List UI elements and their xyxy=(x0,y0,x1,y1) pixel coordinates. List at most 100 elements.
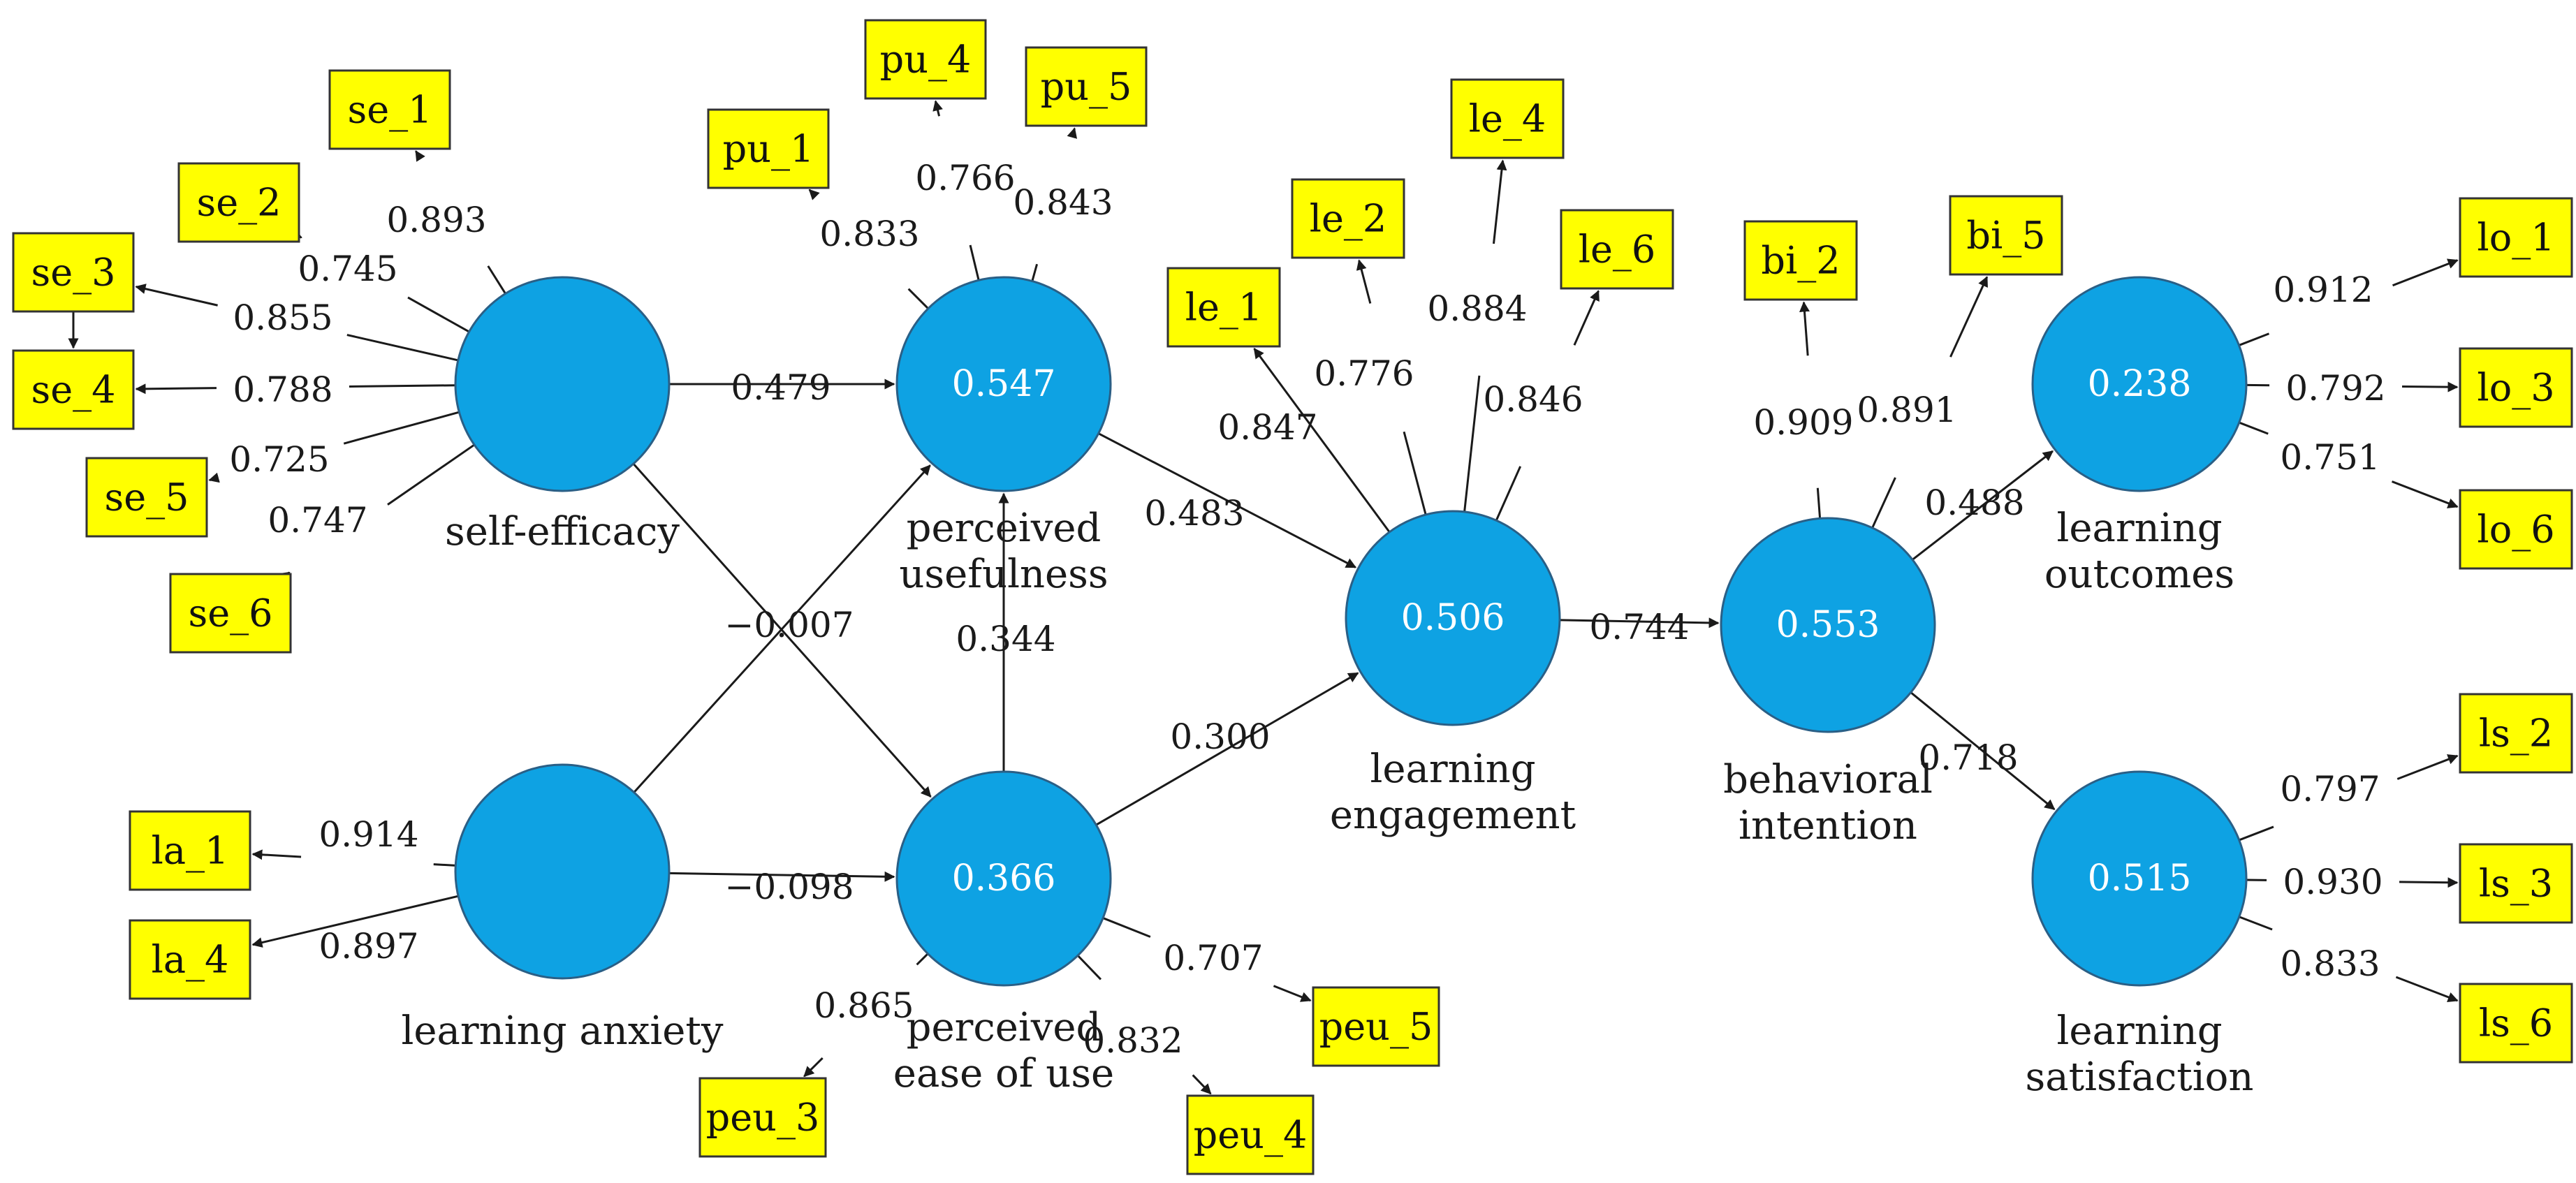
construct-circle xyxy=(895,276,1112,492)
loading-value-peu_5: 0.707 xyxy=(1163,938,1263,978)
loading-arrow-peu_5 xyxy=(1102,917,1312,1002)
indicator-box xyxy=(707,108,830,189)
indicator-pu_4: pu_4 xyxy=(864,19,987,100)
loading-arrow-se_3 xyxy=(135,284,459,362)
construct-label: learning xyxy=(1370,747,1535,792)
nodes-layer: se_1se_2se_3se_4se_5se_6pu_1pu_4pu_5la_1… xyxy=(12,19,2573,1175)
construct-r-squared: 0.515 xyxy=(2088,858,2192,899)
loading-arrow-ls_3 xyxy=(2246,877,2459,888)
loading-value-la_1: 0.914 xyxy=(319,814,418,855)
construct-label: learning xyxy=(2056,506,2222,551)
indicator-ls_2: ls_2 xyxy=(2459,693,2573,774)
construct-label: usefulness xyxy=(899,552,1108,597)
construct-label: self-efficacy xyxy=(445,509,680,554)
indicator-label: se_5 xyxy=(104,476,189,520)
construct-circle xyxy=(454,763,671,980)
path-coefficient-bi-ls: 0.718 xyxy=(1918,737,2018,778)
indicator-box xyxy=(2459,693,2573,774)
loading-arrow-peu_3 xyxy=(803,953,929,1078)
loading-arrow-lo_3 xyxy=(2246,381,2459,392)
indicator-label: se_1 xyxy=(347,88,432,132)
indicator-label: le_1 xyxy=(1185,286,1263,330)
indicator-box xyxy=(2459,347,2573,428)
construct-label: engagement xyxy=(1330,793,1576,838)
indicator-label: peu_4 xyxy=(1194,1113,1308,1157)
construct-circle xyxy=(2031,276,2248,492)
indicator-box xyxy=(698,1077,827,1158)
loading-arrow-pu_1 xyxy=(808,189,929,309)
loading-value-peu_4: 0.832 xyxy=(1083,1020,1183,1061)
path-coefficient-bi-lo: 0.488 xyxy=(1924,483,2024,523)
indicator-le_2: le_2 xyxy=(1291,178,1405,259)
loading-arrow-la_4 xyxy=(251,895,459,948)
path-arrow-la-pu xyxy=(633,464,931,793)
indicator-se_4: se_4 xyxy=(12,349,135,430)
indicator-label: pu_1 xyxy=(723,127,814,171)
indicator-peu_3: peu_3 xyxy=(698,1077,827,1158)
construct-se: self-efficacy xyxy=(445,276,680,554)
indicator-le_1: le_1 xyxy=(1166,267,1281,348)
indicator-box xyxy=(1450,78,1565,159)
loading-value-se_2: 0.745 xyxy=(298,249,397,289)
indicator-bi_5: bi_5 xyxy=(1949,195,2063,276)
loading-value-se_6: 0.747 xyxy=(268,500,367,541)
loading-value-se_5: 0.725 xyxy=(229,439,329,480)
indicator-label: bi_2 xyxy=(1761,239,1840,283)
loading-arrow-bi_2 xyxy=(1799,301,1822,519)
indicator-box xyxy=(177,162,300,243)
indicator-label: se_6 xyxy=(188,592,272,635)
indicator-box xyxy=(12,349,135,430)
path-coefficient-pu-le: 0.483 xyxy=(1144,493,1244,534)
indicator-la_1: la_1 xyxy=(129,810,251,891)
loading-arrow-ls_2 xyxy=(2239,754,2459,842)
loading-arrow-bi_5 xyxy=(1871,276,1989,529)
construct-r-squared: 0.506 xyxy=(1401,597,1505,639)
indicator-label: bi_5 xyxy=(1966,214,2045,258)
indicator-label: le_2 xyxy=(1310,197,1387,241)
indicator-label: lo_3 xyxy=(2477,366,2554,410)
loading-arrow-pu_5 xyxy=(1031,127,1078,281)
indicator-lo_1: lo_1 xyxy=(2459,197,2573,278)
indicator-box xyxy=(1025,46,1148,127)
path-coefficient-la-peu: −0.098 xyxy=(724,867,854,907)
construct-label: learning xyxy=(2056,1008,2222,1054)
indicator-lo_6: lo_6 xyxy=(2459,489,2573,570)
path-arrow-bi-ls xyxy=(1910,691,2056,811)
loading-value-pu_5: 0.843 xyxy=(1013,182,1113,223)
edges-layer xyxy=(68,100,2459,1095)
construct-label: outcomes xyxy=(2044,552,2234,597)
indicator-le_6: le_6 xyxy=(1560,209,1674,290)
path-arrow-bi-lo xyxy=(1912,450,2054,561)
loading-value-le_6: 0.846 xyxy=(1483,379,1583,420)
indicator-se_2: se_2 xyxy=(177,162,300,243)
loading-arrow-lo_1 xyxy=(2239,258,2459,346)
indicator-label: le_4 xyxy=(1469,97,1546,141)
indicator-box xyxy=(129,919,251,1000)
indicator-box xyxy=(85,457,208,538)
indicator-label: peu_5 xyxy=(1319,1005,1433,1049)
loading-value-se_1: 0.893 xyxy=(386,200,486,240)
construct-la: learning anxiety xyxy=(401,763,724,1054)
loading-arrow-se_5 xyxy=(208,411,460,483)
indicator-box xyxy=(1166,267,1281,348)
indicator-box xyxy=(2459,843,2573,924)
construct-label: intention xyxy=(1739,803,1917,848)
indicator-box xyxy=(1186,1094,1315,1175)
construct-circle xyxy=(2031,770,2248,987)
indicator-box xyxy=(129,810,251,891)
loading-arrow-se_4 xyxy=(135,383,456,395)
indicator-label: ls_6 xyxy=(2479,1001,2553,1045)
construct-label: behavioral xyxy=(1723,757,1933,802)
loading-arrow-le_2 xyxy=(1356,259,1427,515)
loading-arrow-lo_6 xyxy=(2239,421,2459,508)
indicator-label: lo_1 xyxy=(2477,216,2554,260)
loading-value-la_4: 0.897 xyxy=(319,926,418,967)
indicator-label: pu_5 xyxy=(1041,65,1132,109)
indicator-pu_5: pu_5 xyxy=(1025,46,1148,127)
construct-circle xyxy=(1720,517,1936,733)
loading-arrow-pu_4 xyxy=(932,100,980,281)
